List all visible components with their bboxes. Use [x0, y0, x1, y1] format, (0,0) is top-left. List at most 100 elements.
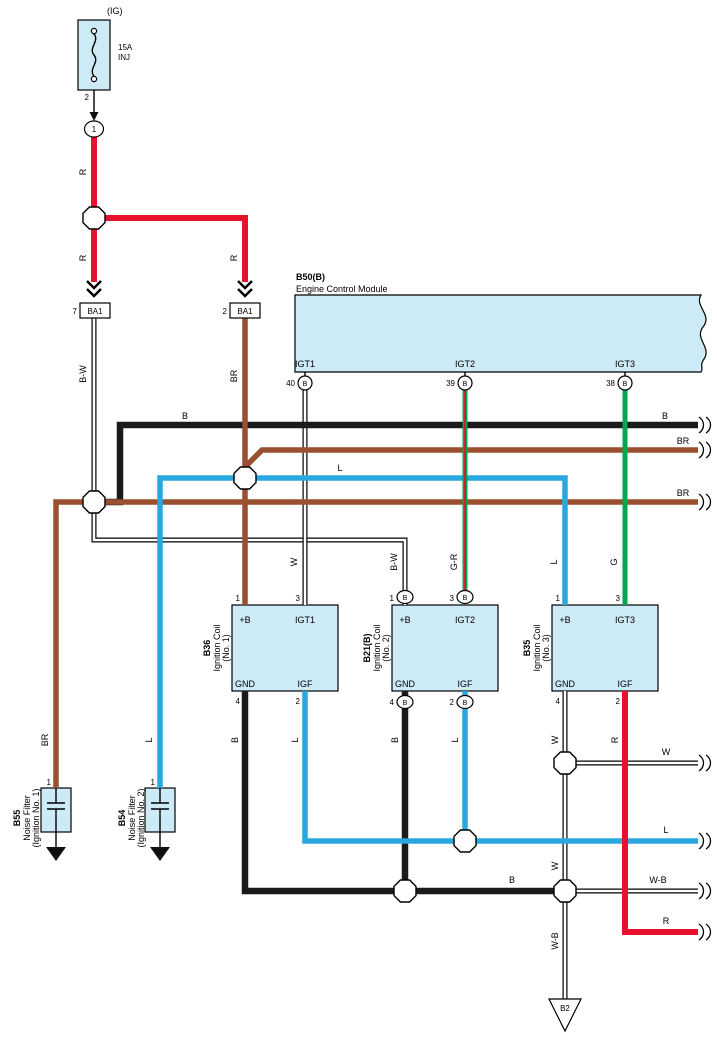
break-l-icon [698, 832, 712, 850]
coil2-pin3-oval [456, 589, 474, 605]
coil3-number: (No. 3) [541, 634, 551, 662]
break-w-icon [698, 754, 712, 772]
b55-number: (Ignition No. 1) [31, 788, 41, 847]
ba1-right-box [229, 302, 261, 319]
wire-label-bw-1: B-W [78, 365, 88, 383]
coil1-pin-4: 4 [236, 697, 241, 706]
wire-label-g-igt3: G [609, 558, 619, 565]
break-br-lower-icon [698, 493, 712, 511]
wire-label-w-mid: W [550, 861, 560, 870]
coil2-pin1-oval [396, 589, 414, 605]
wire-l-coil-igf [302, 691, 698, 844]
ecm-pin-39-connector: B [463, 381, 468, 388]
fuse-rating: 15A [118, 43, 133, 52]
wire-r-fuse-to-ba1 [91, 137, 248, 282]
wire-label-b-bus-left: B [182, 411, 188, 421]
coil3-terminal-gnd: GND [555, 679, 576, 689]
ecm-pin-40-connector: B [303, 381, 308, 388]
ecm-pin-38-circle [617, 375, 633, 391]
fuse-circuit: INJ [118, 53, 130, 62]
ground-b2-code: B2 [560, 1004, 570, 1013]
wire-w-wb-coil3-gnd [562, 691, 698, 999]
coil2-pin-1-connector: B [403, 595, 408, 602]
splice-point [82, 206, 106, 230]
wire-l-bus [157, 475, 568, 788]
wire-label-b-coil1-gnd: B [230, 737, 240, 743]
b54-ground-icon [150, 847, 170, 861]
coil2-pin-2: 2 [450, 698, 455, 707]
coil3-box [551, 604, 659, 692]
wire-label-l-right: L [663, 825, 668, 835]
ecm-pin-38-connector: B [623, 381, 628, 388]
coil2-name: Ignition Coil [372, 624, 382, 671]
coil3-code: B35 [522, 640, 532, 657]
wire-label-l-b54: L [144, 737, 154, 742]
ecm-pin-39: 39 [446, 379, 455, 388]
splice-point [453, 829, 477, 853]
coil2-terminal-igt2: IGT2 [455, 615, 475, 625]
ecm-terminal-igt1: IGT1 [295, 359, 315, 369]
wire-label-r-coil3-igf: R [610, 736, 620, 743]
coil2-terminal-gnd: GND [395, 679, 416, 689]
coil2-pin-4-connector: B [403, 700, 408, 707]
ba1-right-pin: 2 [223, 307, 228, 316]
wire-b-coil-gnd [241, 691, 565, 895]
wire-label-r-3: R [229, 254, 239, 261]
ecm-pin-40: 40 [286, 379, 295, 388]
coil1-pin-2: 2 [296, 697, 301, 706]
wire-label-br-bus-upper: BR [677, 436, 690, 446]
wire-br-bus-lower [53, 499, 698, 788]
wire-label-wb-bottom: W-B [550, 932, 560, 949]
b54-number: (Ignition No. 2) [136, 788, 146, 847]
wire-r-coil3-igf [622, 691, 698, 935]
wire-label-r-1: R [78, 168, 88, 175]
wire-b-bus [100, 421, 698, 506]
coil2-pin4-oval [396, 694, 414, 710]
coil3-pin-2: 2 [616, 697, 621, 706]
coil1-box [231, 604, 339, 692]
wire-label-b-bus-right: B [662, 411, 668, 421]
b2-ground-triangle [548, 998, 582, 1033]
coil1-terminal-igf: IGF [298, 679, 314, 689]
wire-label-bw-2: B-W [389, 553, 399, 571]
coil3-name: Ignition Coil [532, 624, 542, 671]
ecm-terminal-igt3: IGT3 [615, 359, 635, 369]
wire-label-w-right: W [662, 747, 671, 757]
b55-pin-1: 1 [47, 778, 52, 787]
b54-capacitor [151, 788, 169, 832]
ba1-right-arrows-icon [237, 280, 253, 298]
b55-name: Noise Filter [22, 795, 32, 841]
ba1-left-pin: 7 [73, 307, 78, 316]
ecm-name: Engine Control Module [296, 284, 388, 294]
coil2-pin2-oval [456, 694, 474, 710]
splice-point [393, 879, 417, 903]
coil2-terminal-plus-b: +B [399, 615, 410, 625]
wire-label-br-bus-lower: BR [677, 488, 690, 498]
fuse-connector-number: 1 [92, 125, 97, 134]
coil2-pin-1: 1 [390, 594, 395, 603]
coil2-pin-2-connector: B [463, 700, 468, 707]
fuse-terminal-bottom [90, 75, 98, 83]
splice-point [233, 466, 257, 490]
coil1-code: B36 [202, 640, 212, 657]
ecm-box [294, 294, 707, 373]
coil3-terminal-igt3: IGT3 [615, 615, 635, 625]
ecm-terminal-igt2: IGT2 [455, 359, 475, 369]
coil2-pin-4: 4 [390, 698, 395, 707]
connector-1-oval [83, 120, 105, 138]
fuse-pin-number: 2 [85, 93, 90, 102]
b54-code: B54 [117, 810, 127, 827]
ecm-pin-38: 38 [606, 379, 615, 388]
ba1-left-arrows-icon [86, 280, 102, 298]
coil1-number: (No. 1) [221, 634, 231, 662]
connector-arrow-icon [89, 112, 99, 121]
fuse-element [91, 33, 97, 77]
ecm-code: B50(B) [296, 272, 325, 282]
wire-label-br-1: BR [229, 369, 239, 382]
coil3-pin-3: 3 [616, 594, 621, 603]
wire-label-l-coil3: L [549, 559, 559, 564]
coil2-pin-3-connector: B [463, 595, 468, 602]
wire-label-r-right: R [663, 916, 670, 926]
ba1-left-box [79, 302, 111, 319]
